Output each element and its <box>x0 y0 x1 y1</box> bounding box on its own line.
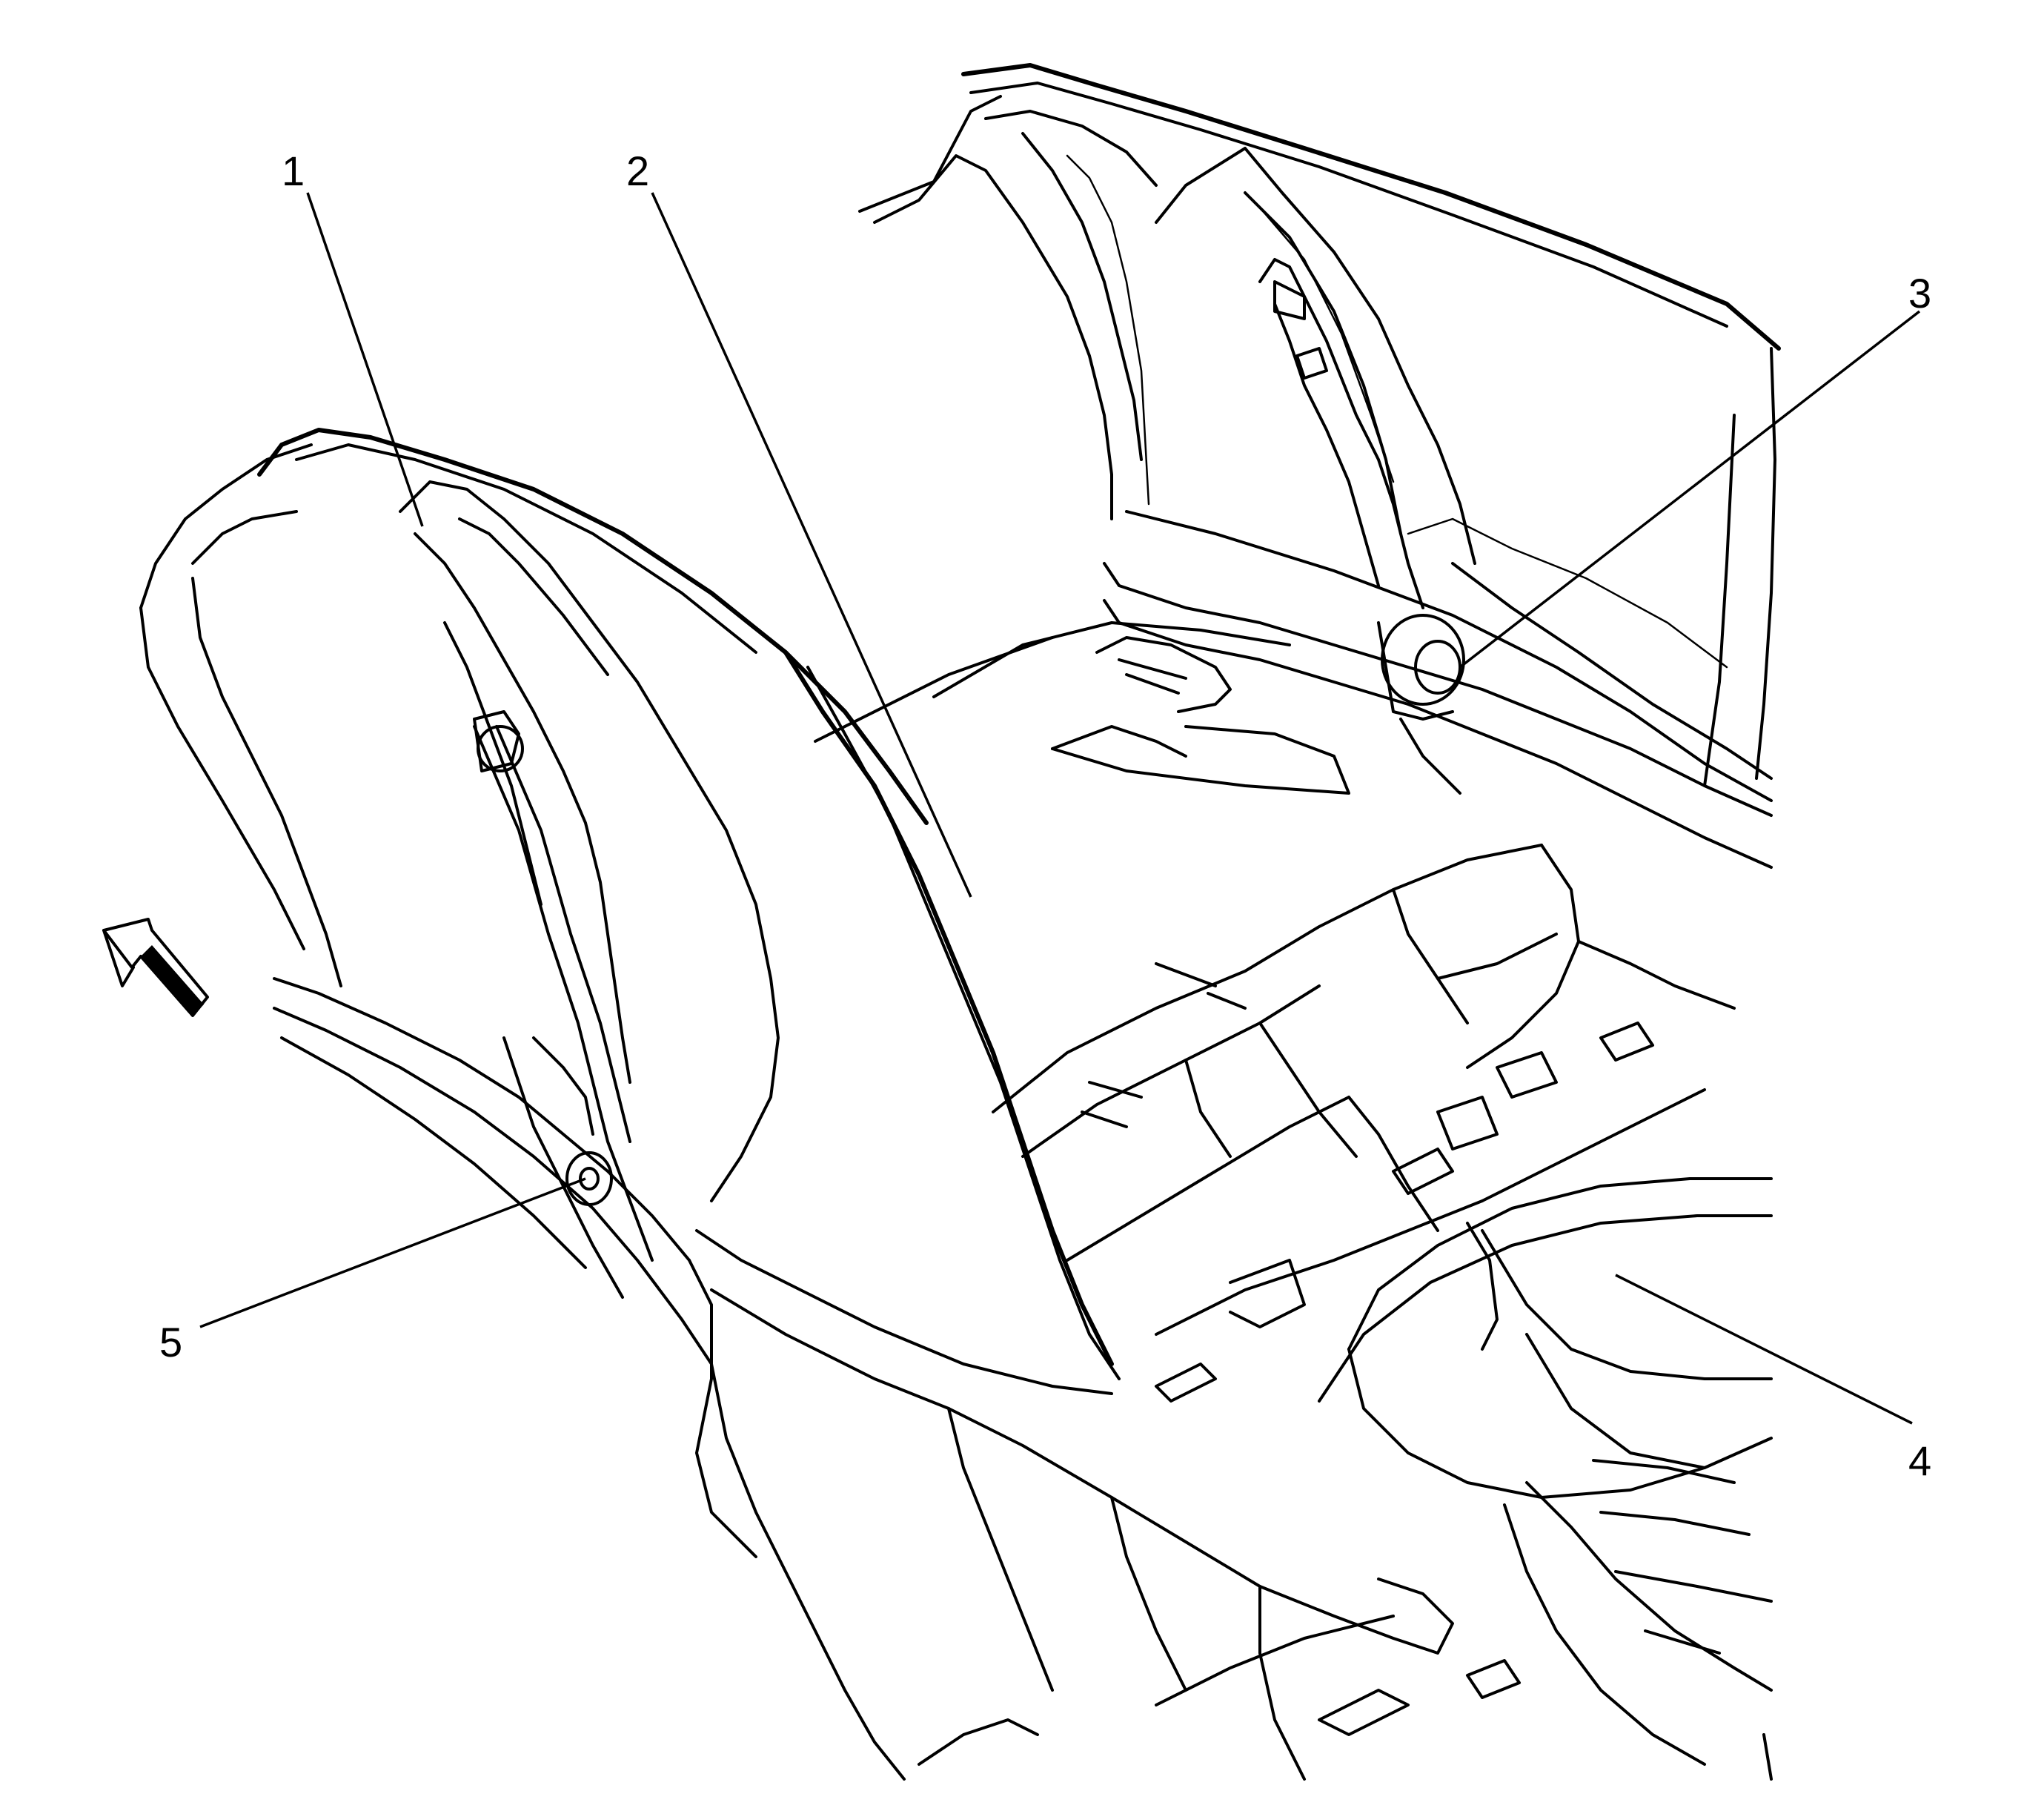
left-quarter-panel <box>139 428 929 1202</box>
seat-back-panel <box>695 650 1454 1781</box>
left-sill-panel <box>273 977 757 1558</box>
callout-2: 2 <box>626 148 649 194</box>
leader-5 <box>199 1177 586 1328</box>
rear-seat-belt-retractor <box>1258 258 1465 795</box>
leader-2 <box>651 192 972 898</box>
callout-1: 1 <box>282 148 305 194</box>
forward-arrow-icon <box>102 918 209 1017</box>
callout-5: 5 <box>159 1319 182 1365</box>
callout-leaders <box>199 192 1921 1425</box>
trunk-floor-lower <box>918 1615 1773 1781</box>
rear-floor-tunnel <box>992 844 1736 1403</box>
leader-3 <box>1459 310 1921 669</box>
callout-4: 4 <box>1908 1437 1931 1484</box>
rear-window-opening <box>858 63 1781 802</box>
spare-tire-well <box>1318 1177 1773 1766</box>
callout-labels: 1 2 3 4 5 <box>159 148 1931 1484</box>
callout-3: 3 <box>1908 270 1931 317</box>
left-seat-belt-retractor <box>473 710 654 1299</box>
leader-4 <box>1615 1274 1913 1425</box>
rear-shelf-panel <box>814 562 1773 869</box>
leader-1 <box>306 192 424 527</box>
